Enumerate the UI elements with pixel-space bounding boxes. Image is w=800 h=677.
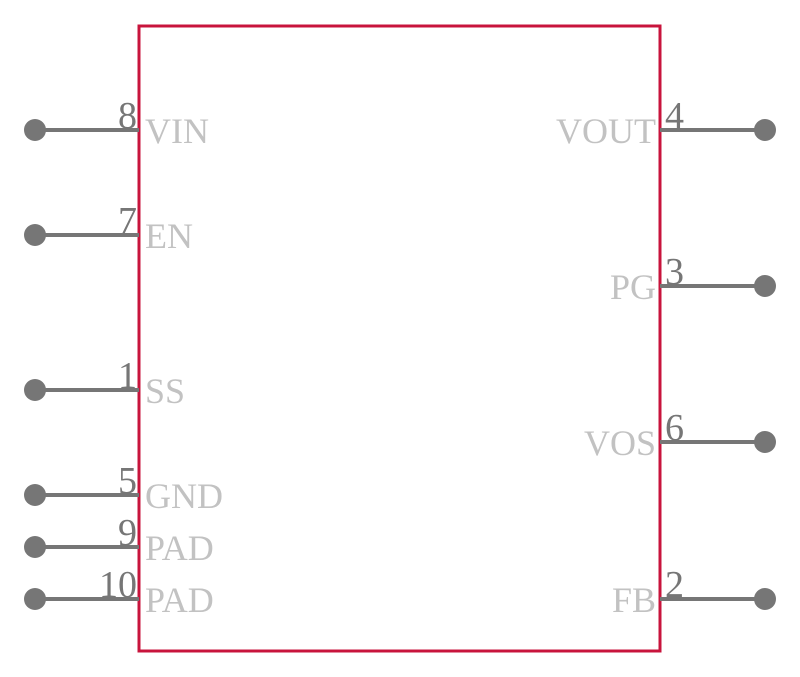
pin-left-1: 8 VIN (24, 95, 209, 151)
pin-number: 3 (665, 251, 684, 293)
pin-name: VIN (145, 111, 209, 151)
pin-left-6: 10 PAD (24, 564, 214, 620)
pin-number: 9 (118, 512, 137, 554)
pin-name: PG (610, 267, 656, 307)
pin-name: EN (145, 216, 193, 256)
pin-left-4: 5 GND (24, 460, 223, 516)
pin-number: 5 (118, 460, 137, 502)
pin-name: VOUT (556, 111, 656, 151)
pin-left-3: 1 SS (24, 355, 185, 411)
pin-number: 7 (118, 200, 137, 242)
pin-end-dot (24, 588, 46, 610)
pin-end-dot (754, 431, 776, 453)
pin-end-dot (24, 224, 46, 246)
pin-end-dot (24, 536, 46, 558)
pin-number: 10 (99, 564, 137, 606)
pin-right-2: 3 PG (610, 251, 776, 307)
pin-number: 6 (665, 407, 684, 449)
pin-name: FB (612, 580, 656, 620)
pin-end-dot (754, 119, 776, 141)
pin-end-dot (754, 588, 776, 610)
pin-end-dot (24, 379, 46, 401)
pin-number: 1 (118, 355, 137, 397)
pin-right-4: 2 FB (612, 564, 776, 620)
pin-name: VOS (584, 423, 656, 463)
pin-number: 4 (665, 95, 684, 137)
pin-name: PAD (145, 528, 214, 568)
pin-end-dot (24, 484, 46, 506)
pin-number: 8 (118, 95, 137, 137)
pin-name: PAD (145, 580, 214, 620)
component-body (137, 24, 662, 653)
pin-end-dot (754, 275, 776, 297)
pin-right-3: 6 VOS (584, 407, 776, 463)
pin-name: SS (145, 371, 185, 411)
pin-right-1: 4 VOUT (556, 95, 776, 151)
pin-end-dot (24, 119, 46, 141)
pin-left-2: 7 EN (24, 200, 193, 256)
pin-number: 2 (665, 564, 684, 606)
pin-left-5: 9 PAD (24, 512, 214, 568)
pin-name: GND (145, 476, 223, 516)
